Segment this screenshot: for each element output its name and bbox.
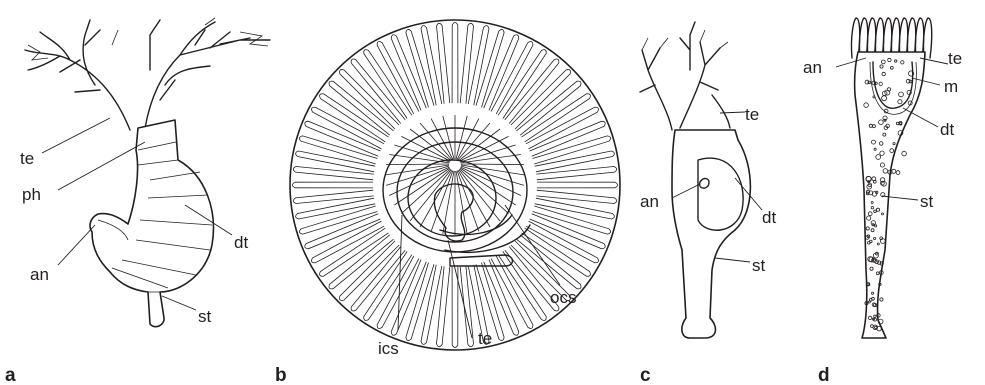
panel-d-label-m: m	[944, 77, 958, 96]
panel-a-label-an: an	[30, 265, 49, 284]
panel-c-label-st: st	[752, 256, 766, 275]
panel-a-label-st: st	[198, 307, 212, 326]
panel-c-label-an: an	[640, 192, 659, 211]
panel-a-label-te: te	[20, 149, 34, 168]
panel-b-label-te: te	[478, 329, 492, 348]
panel-b-label-ocs: ocs	[550, 288, 576, 307]
panel-a-label-ph: ph	[22, 185, 41, 204]
panel-b-letter: b	[275, 365, 287, 385]
panel-c-label-dt: dt	[762, 208, 776, 227]
panel-d-label-st: st	[920, 192, 934, 211]
cell-dot	[896, 171, 900, 175]
cell-dot	[902, 151, 907, 156]
panel-d-letter: d	[818, 365, 830, 385]
panel-d-label-dt: dt	[940, 120, 954, 139]
panel-d-label-an: an	[803, 58, 822, 77]
panel-c-letter: c	[640, 365, 651, 385]
panel-c-drawing	[640, 22, 762, 338]
panel-d-label-te: te	[948, 49, 962, 68]
panel-c-label-te: te	[745, 105, 759, 124]
panel-a-label-dt: dt	[234, 233, 248, 252]
panel-a-drawing	[25, 18, 270, 327]
panel-d-drawing	[836, 18, 948, 338]
cell-dot	[880, 298, 883, 301]
panel-b-label-ics: ics	[378, 339, 399, 358]
panel-a-letter: a	[5, 365, 16, 385]
